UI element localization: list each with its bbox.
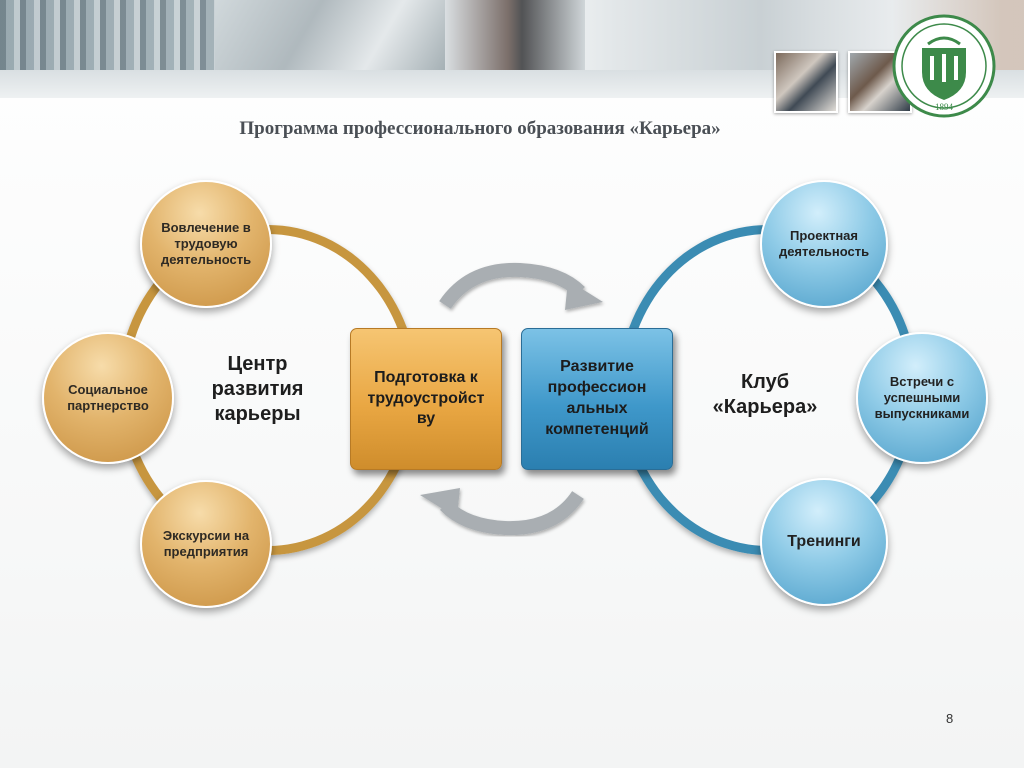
node-social-partnership-label: Социальное партнерство bbox=[67, 381, 149, 413]
node-labor-involvement: Вовлечение в трудовую деятельность bbox=[140, 180, 272, 308]
node-graduate-meetings: Встречи с успешными выпускниками bbox=[856, 332, 988, 464]
box-employment-preparation: Подготовка к трудоустройст ву bbox=[350, 328, 502, 470]
node-social-partnership: Социальное партнерство bbox=[42, 332, 174, 464]
banner-photo-building bbox=[0, 0, 215, 70]
left-cluster-title: Центр развития карьеры bbox=[211, 353, 304, 425]
node-graduate-meetings-label: Встречи с успешными выпускниками bbox=[874, 373, 970, 422]
box-competence-development: Развитие профессион альных компетенций bbox=[521, 328, 673, 470]
node-trainings-label: Тренинги bbox=[787, 533, 861, 550]
arrow-top-icon bbox=[439, 262, 603, 310]
node-excursions: Экскурсии на предприятия bbox=[140, 480, 272, 608]
node-excursions-label: Экскурсии на предприятия bbox=[162, 527, 250, 559]
logo-year: 1894 bbox=[935, 102, 954, 112]
node-labor-involvement-label: Вовлечение в трудовую деятельность bbox=[160, 219, 252, 268]
box-employment-preparation-label: Подготовка к трудоустройст ву bbox=[367, 368, 485, 428]
university-emblem-icon: 1894 bbox=[892, 14, 996, 118]
node-project-activity: Проектная деятельность bbox=[760, 180, 888, 308]
arrow-bottom-icon bbox=[420, 488, 584, 536]
node-project-activity-label: Проектная деятельность bbox=[778, 227, 870, 259]
page-number: 8 bbox=[946, 711, 954, 726]
banner-photo-woman bbox=[445, 0, 585, 70]
banner-photo-office bbox=[215, 0, 445, 70]
page-title: Программа профессионального образования … bbox=[239, 118, 721, 139]
thumbnail-photo-business bbox=[774, 51, 838, 113]
node-trainings: Тренинги bbox=[760, 478, 888, 606]
right-cluster-title: Клуб «Карьера» bbox=[712, 371, 818, 418]
box-competence-development-label: Развитие профессион альных компетенций bbox=[545, 358, 649, 438]
